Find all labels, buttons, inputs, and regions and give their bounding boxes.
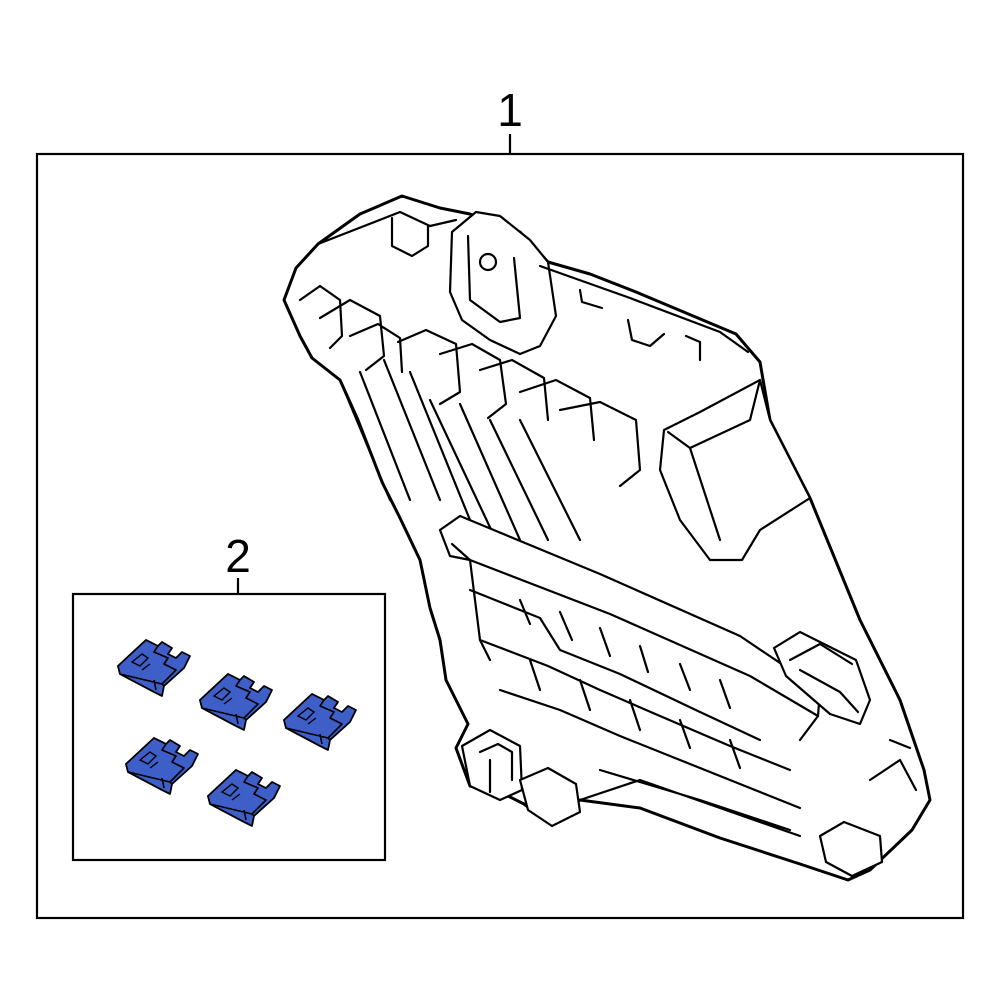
relay-block-cover <box>666 378 762 542</box>
left-vertical-ribs <box>338 358 582 542</box>
tab-ridge <box>466 234 522 324</box>
bottom-connector-right <box>818 820 884 878</box>
left-relay-blocks <box>298 284 642 488</box>
diamond-inner <box>788 642 860 714</box>
fuse-detail <box>212 687 233 705</box>
relay-block <box>658 378 812 562</box>
bottom-connector-left-inner <box>478 742 514 794</box>
fuse-edge <box>127 771 173 795</box>
fuse-edge <box>285 727 331 751</box>
bottom-connector-mid <box>518 766 582 828</box>
fuse-top-face <box>207 769 267 815</box>
fuse-top-face <box>125 737 185 783</box>
bottom-rail <box>578 738 918 838</box>
fuse-top-face <box>117 639 177 685</box>
fuse-3[interactable] <box>283 693 357 751</box>
fuse-1[interactable] <box>117 639 191 697</box>
lower-fuse-slots <box>468 588 802 810</box>
top-rim <box>316 210 750 354</box>
fuse-detail <box>220 783 241 801</box>
fuse-top-face <box>283 693 343 739</box>
fuse-box-body <box>282 194 932 882</box>
fuse-top-face <box>199 673 259 719</box>
fuse-detail <box>138 751 159 769</box>
callout-2-label[interactable]: 2 <box>225 530 251 582</box>
ridge-inner <box>450 542 820 742</box>
rim-notches <box>390 216 702 362</box>
fuse-edge <box>201 707 247 731</box>
mounting-hole <box>478 252 498 272</box>
fuse-detail <box>130 653 151 671</box>
fuse-set[interactable] <box>117 639 357 827</box>
fuse-5[interactable] <box>207 769 281 827</box>
fuse-set-frame <box>71 592 387 862</box>
fuse-detail <box>296 707 317 725</box>
mounting-tab <box>448 210 558 356</box>
fuse-edge <box>119 673 165 697</box>
assembly-frame <box>35 152 965 920</box>
fuse-box-assembly[interactable] <box>282 194 932 882</box>
fuse-4[interactable] <box>125 737 199 795</box>
fuse-edge <box>209 803 255 827</box>
fuse-2[interactable] <box>199 673 273 731</box>
callout-1-label[interactable]: 1 <box>497 84 523 136</box>
